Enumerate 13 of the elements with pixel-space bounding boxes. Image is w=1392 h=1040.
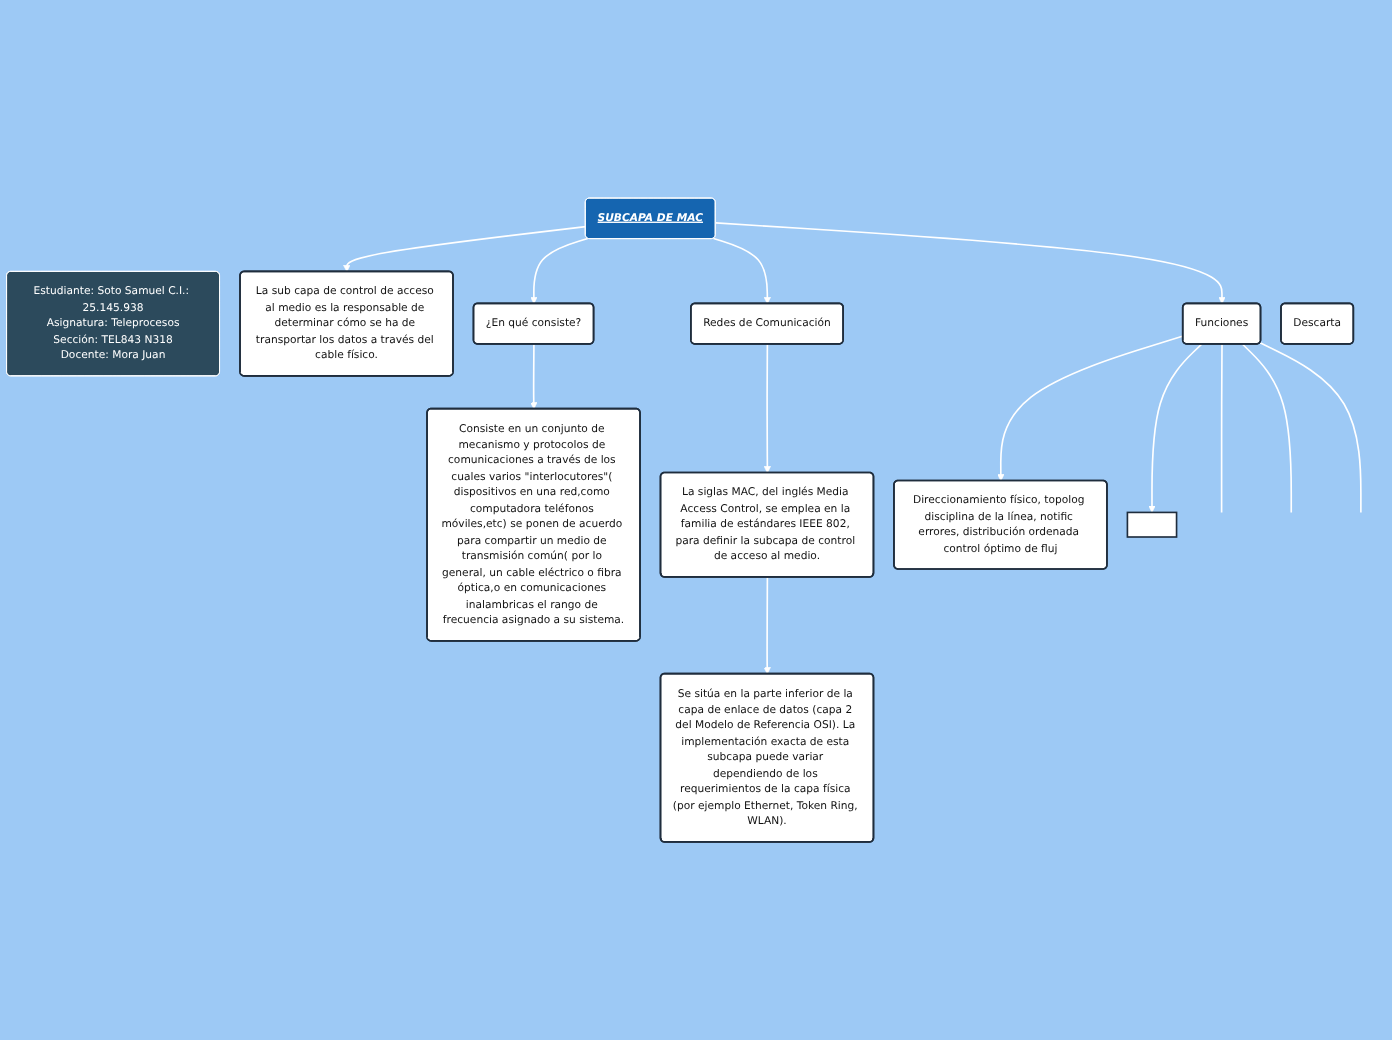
arrow	[763, 343, 771, 474]
connector	[1220, 343, 1223, 514]
arrow	[1148, 343, 1203, 513]
arrow	[343, 225, 587, 273]
arrow	[712, 237, 771, 305]
connector	[1241, 343, 1293, 514]
arrow	[530, 343, 538, 410]
arrow	[714, 222, 1226, 305]
arrow	[763, 576, 771, 675]
arrow	[997, 335, 1184, 482]
arrow	[530, 237, 589, 305]
node-box	[1126, 511, 1178, 538]
connector	[1259, 341, 1362, 514]
